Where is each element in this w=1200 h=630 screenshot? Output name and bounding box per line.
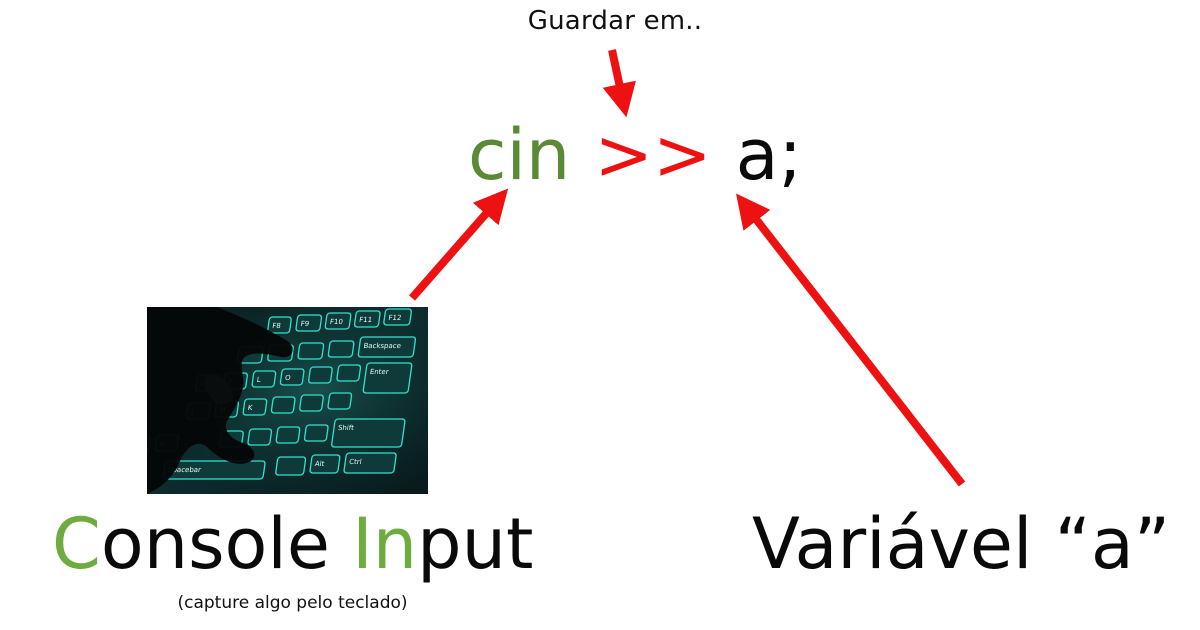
arrow-to-cin [408,188,509,301]
keyboard-key [299,394,324,412]
variable-statement: a; [735,114,803,196]
keyboard-key-label: K [247,403,253,412]
keyboard-key [353,310,381,328]
keyboard-key [242,398,268,416]
keyboard-key-label: Backspace [363,341,402,350]
arrow-to-variable [736,193,966,487]
variable-label: Variável “a” [752,503,1171,585]
keyboard-key [336,364,362,382]
store-in-label: Guardar em.. [527,6,703,36]
keyboard-key-label: Spacebar [168,465,202,474]
keyboard-key [297,342,325,360]
extraction-operator: >> [594,114,712,196]
keyboard-key [324,312,352,330]
keyboard-key [383,308,412,326]
keyboard-key [303,424,329,442]
keyboard-key [327,340,355,358]
keyboard-key [357,336,417,358]
keyboard-key [343,452,397,474]
keyboard-key-label: F10 [329,317,343,326]
keyboard-key [251,370,277,388]
keyboard-key [327,392,353,410]
keyboard-key [308,366,333,384]
keyboard-key-label: Shift [337,423,354,432]
keyboard-key [275,426,301,444]
keyboard-key [331,418,406,448]
keyboard-key-label: O [284,373,291,382]
code-line: cin >> a; [468,110,802,200]
input-rest: put [417,503,534,585]
console-c-highlight: C [52,503,101,585]
keyboard-key [275,456,307,476]
keyboard-key [362,362,413,394]
input-in-highlight: In [352,503,418,585]
console-input-note: (capture algo pelo teclado) [177,593,408,613]
keyboard-image: F8F9F10F11F12BackspaceYPLOEnterJMKCVVShi… [147,307,428,494]
keyboard-key-label: F8 [272,321,282,330]
keyboard-key-label: Alt [314,459,325,468]
keyboard-key-label: Ctrl [349,457,363,466]
keyboard-key-label: F11 [359,315,373,324]
console-input-label: Console Input [52,502,533,586]
keyboard-key [295,314,323,332]
arrow-to-operator [602,49,636,118]
keyboard-key-label: L [256,375,261,384]
keyboard-key [247,428,273,446]
keyboard-key [309,454,341,474]
keyboard-key-label: Enter [369,367,389,376]
keyboard-key-label: F12 [388,313,402,322]
console-rest: onsole [100,503,353,585]
keyboard-key [267,316,292,334]
keyboard-key-label: F9 [300,319,310,328]
keyboard-key [270,396,296,414]
keyboard-key [279,368,305,386]
cin-keyword: cin [468,114,571,196]
